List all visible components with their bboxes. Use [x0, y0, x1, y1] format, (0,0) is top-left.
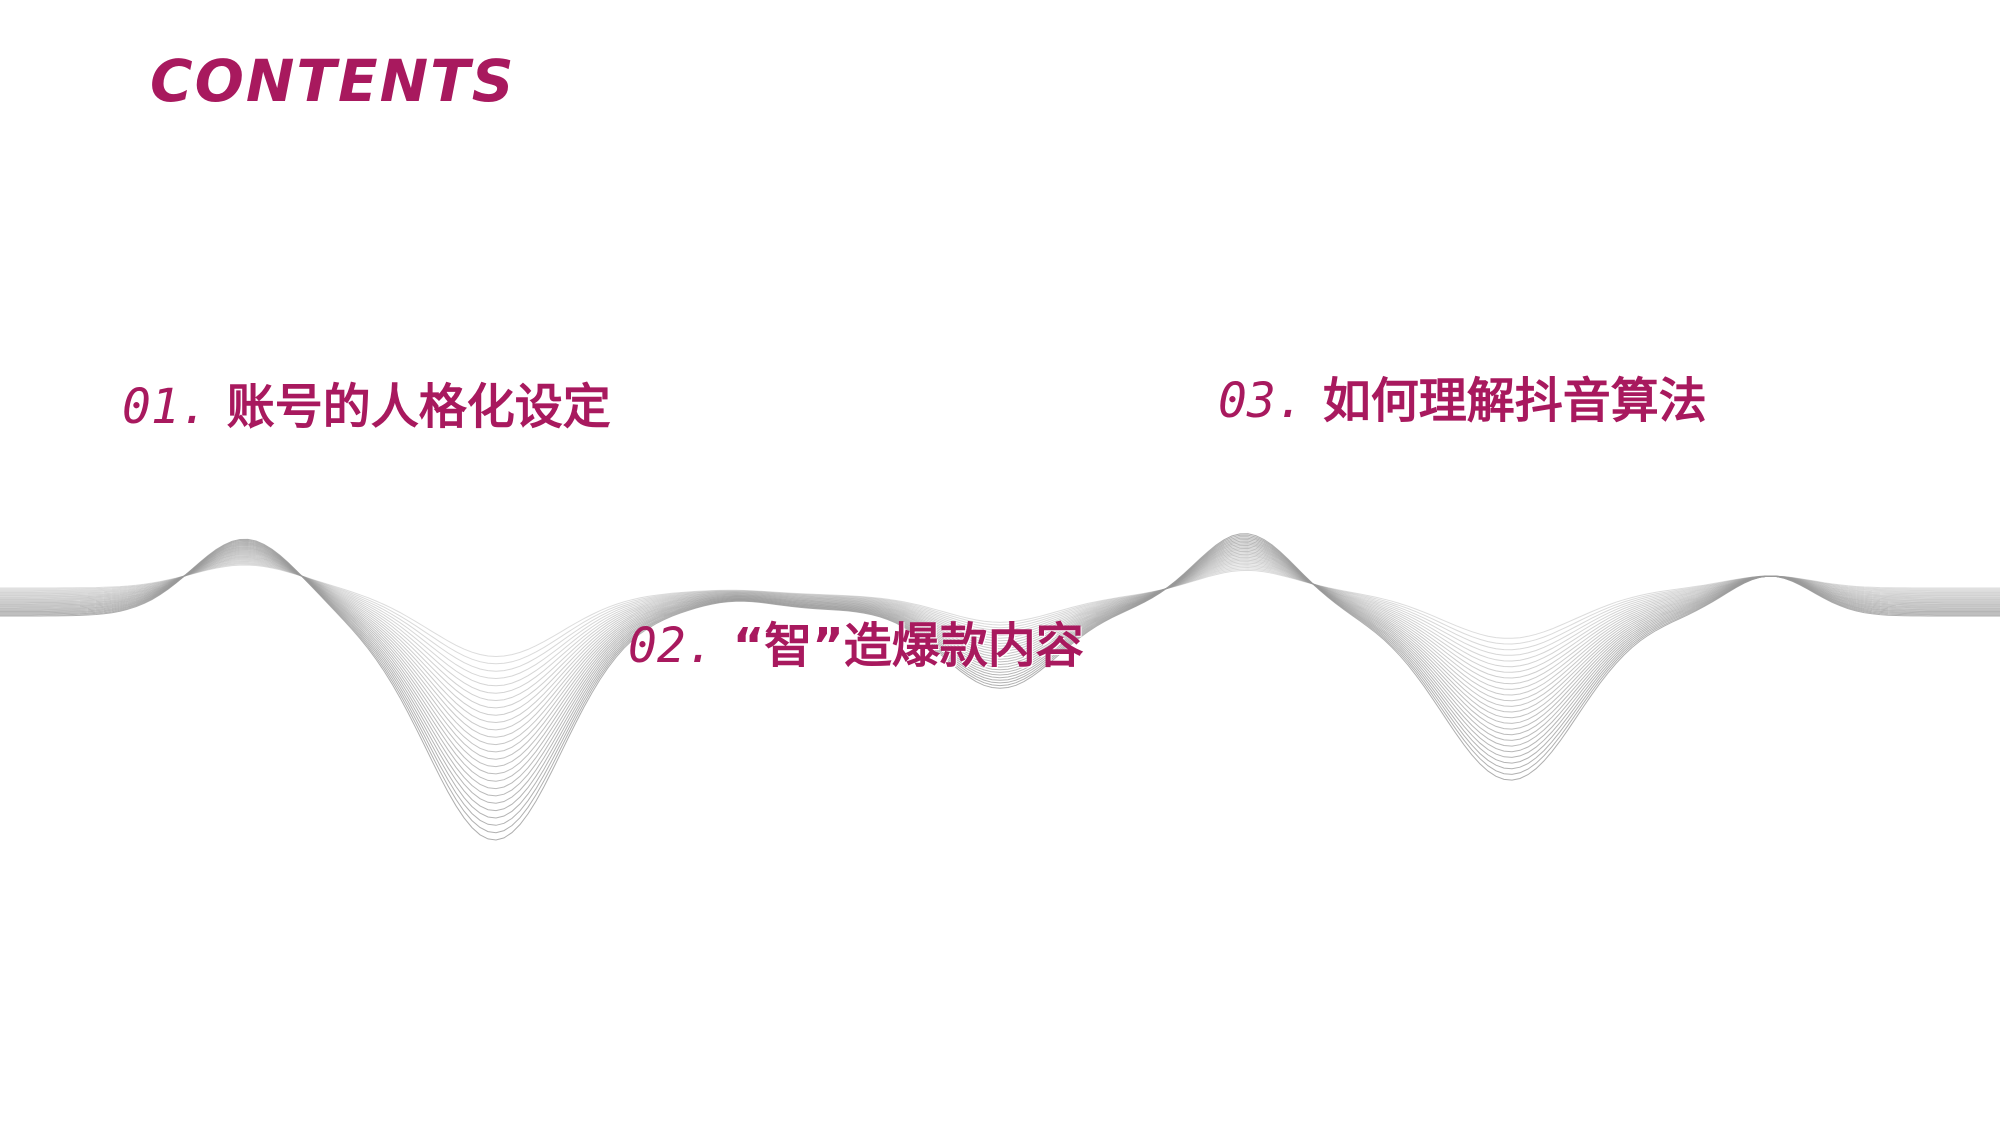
wave-line — [0, 542, 2000, 797]
wave-line — [0, 552, 2000, 746]
toc-item-1-number: 01. — [122, 379, 209, 435]
toc-item-3-label: 如何理解抖音算法 — [1322, 373, 1707, 429]
wave-line — [0, 534, 2000, 834]
wave-line — [0, 539, 2000, 812]
wave-line — [0, 537, 2000, 819]
wave-line — [0, 563, 2000, 665]
wave-line — [0, 554, 2000, 731]
wave-line — [0, 559, 2000, 694]
wave-line — [0, 553, 2000, 738]
toc-item-2-number: 02. — [628, 618, 715, 674]
toc-item-2[interactable]: 02. “智”造爆款内容 — [628, 622, 1084, 670]
wave-line — [0, 550, 2000, 753]
wave-line — [0, 543, 2000, 790]
wave-line — [0, 558, 2000, 702]
wave-line — [0, 560, 2000, 687]
toc-item-1[interactable]: 01. 账号的人格化设定 — [122, 383, 611, 431]
wave-line — [0, 564, 2000, 658]
wave-line — [0, 540, 2000, 804]
wave-line — [0, 562, 2000, 672]
wave-line — [0, 555, 2000, 724]
toc-item-3[interactable]: 03. 如何理解抖音算法 — [1218, 377, 1707, 425]
wave-line — [0, 544, 2000, 782]
toc-item-1-label: 账号的人格化设定 — [226, 379, 611, 435]
wave-line — [0, 533, 2000, 841]
wave-line — [0, 561, 2000, 680]
wave-line — [0, 549, 2000, 760]
wave-line — [0, 546, 2000, 775]
wave-line — [0, 557, 2000, 709]
wave-line — [0, 536, 2000, 826]
toc-item-2-label: “智”造爆款内容 — [732, 618, 1084, 674]
toc-item-3-number: 03. — [1218, 373, 1305, 429]
page-title: CONTENTS — [150, 47, 516, 115]
wave-line — [0, 547, 2000, 768]
wave-line — [0, 556, 2000, 716]
